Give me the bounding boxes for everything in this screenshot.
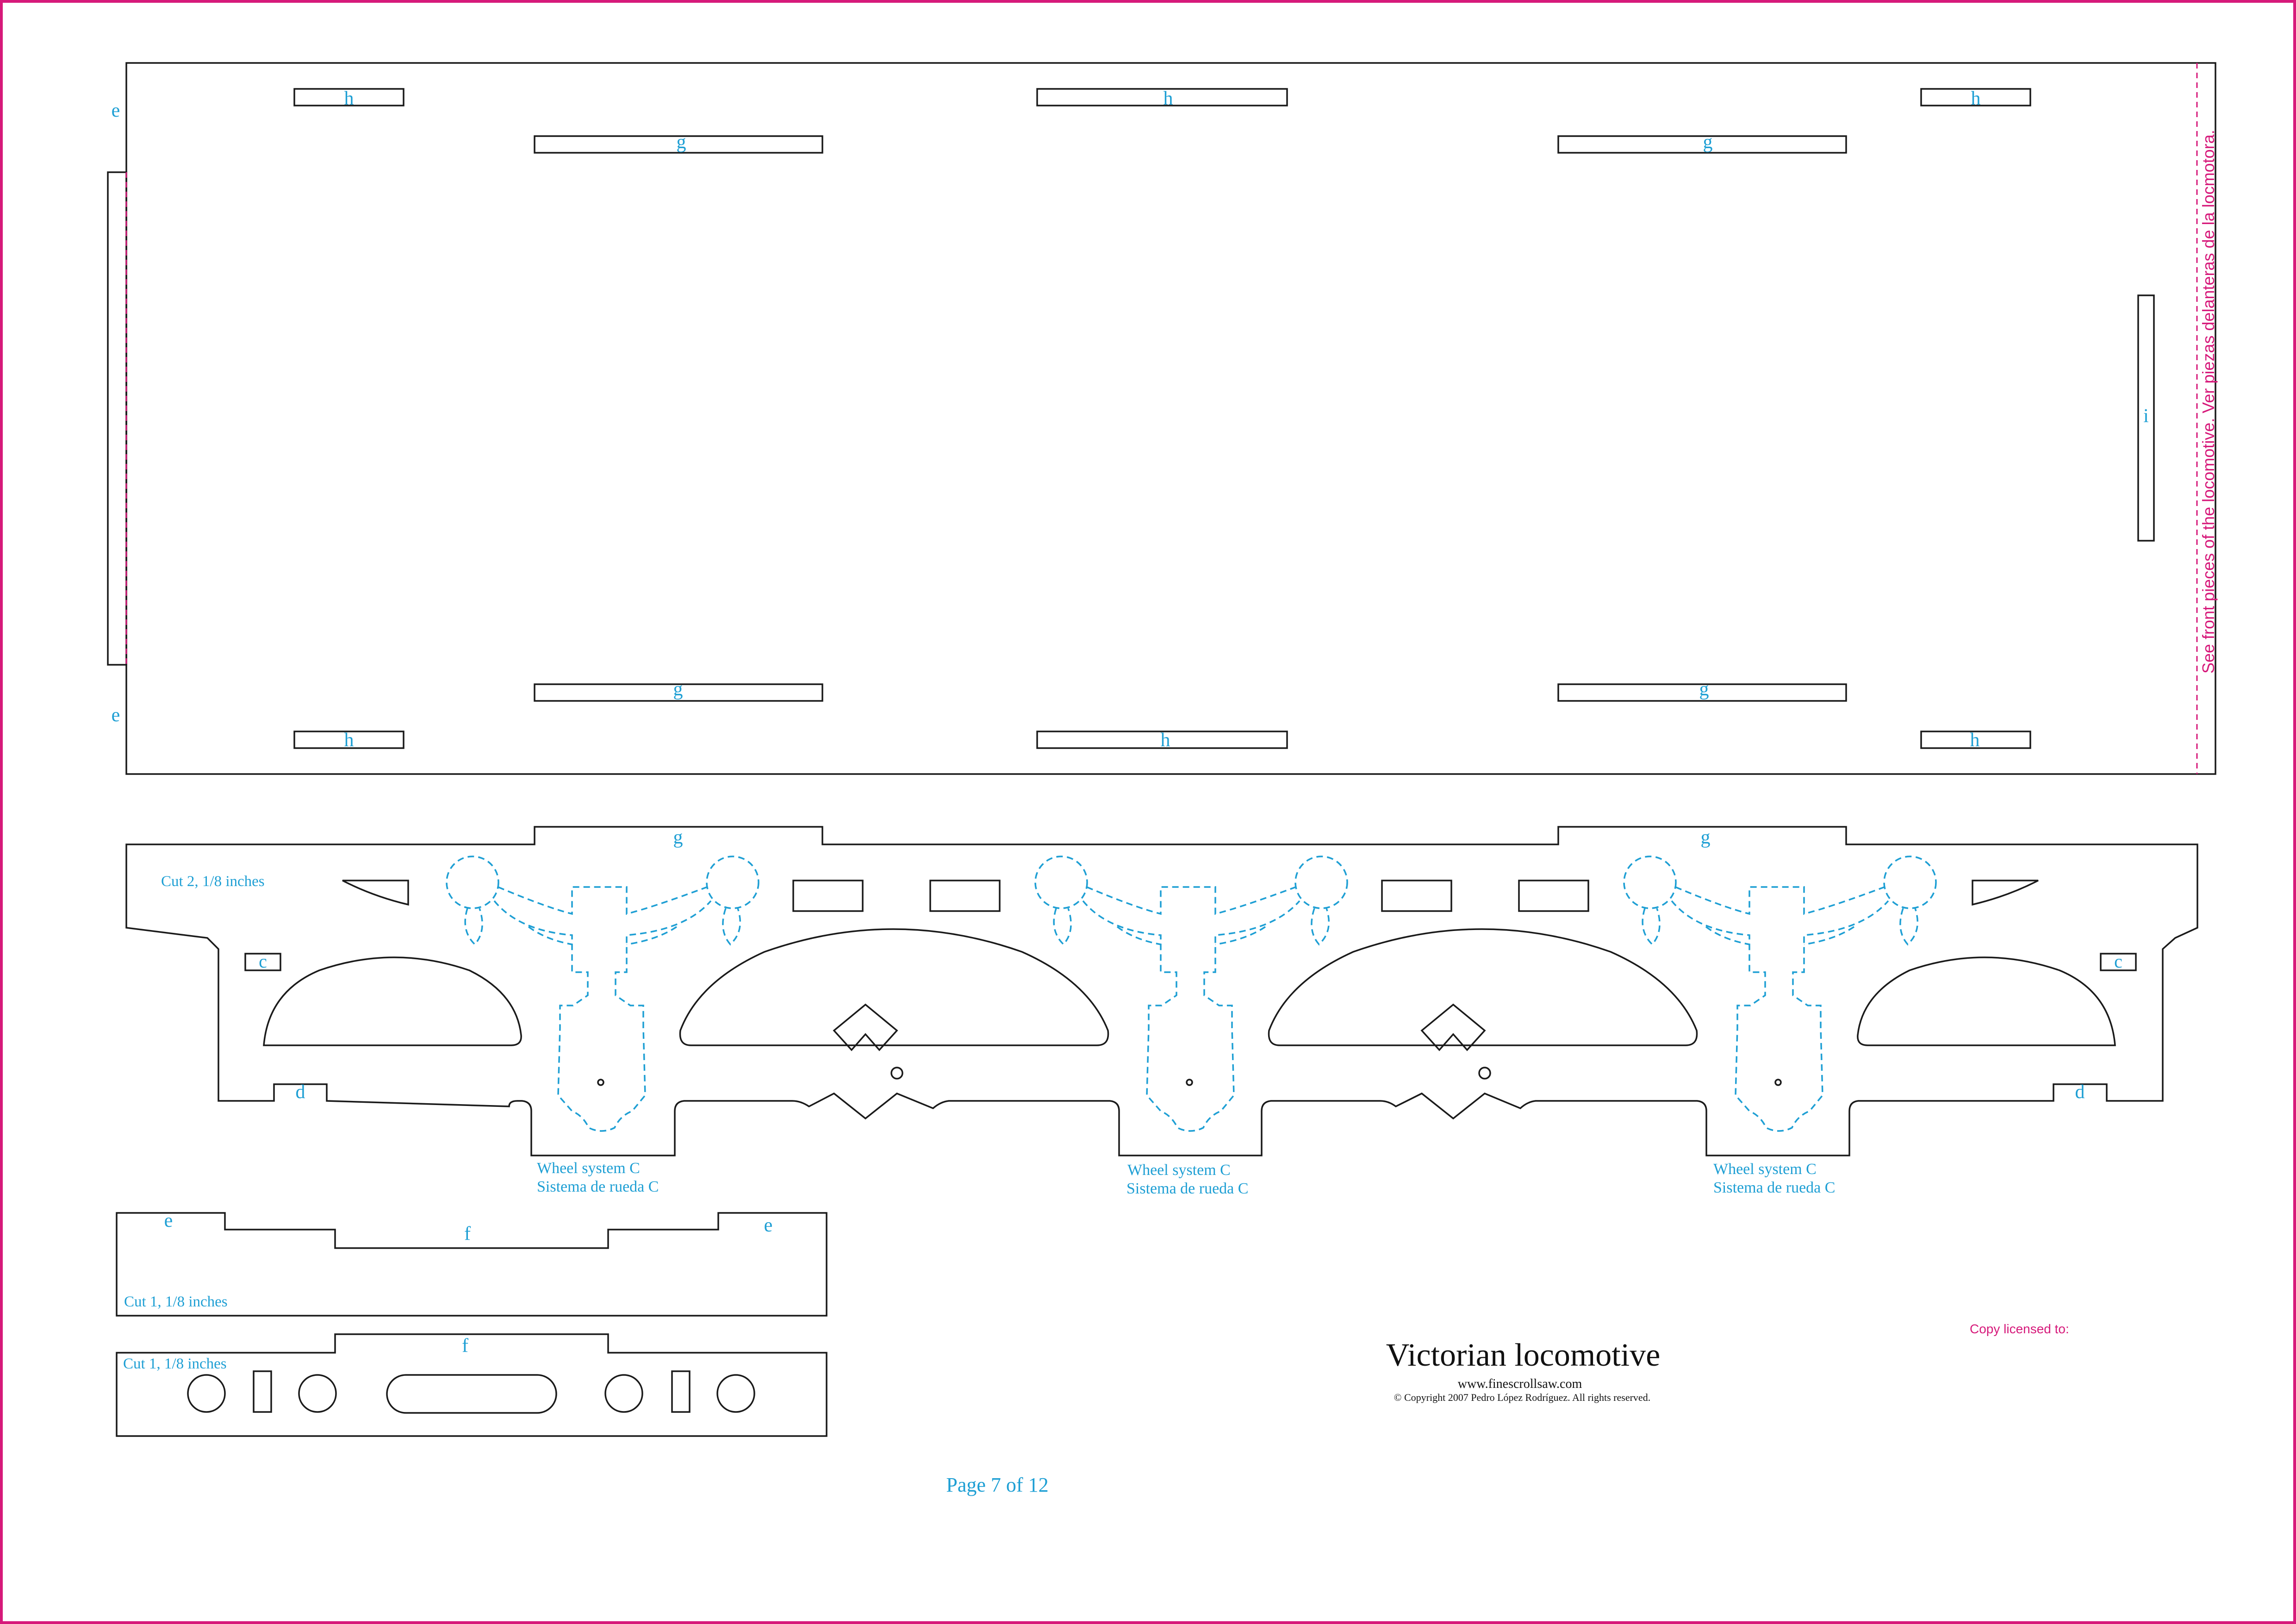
label-h: h [344,88,354,109]
base-platform-piece: h h h g g g g h h h e e i See front piec… [107,62,2218,775]
label-c: c [259,951,267,972]
slot-g [534,683,823,702]
wheel-system-outline [1623,856,1937,1132]
slot-h [1036,731,1288,749]
label-d: d [2075,1081,2085,1103]
wheel-system-label-es: Sistema de rueda C [537,1178,659,1195]
wheel-system-label-es: Sistema de rueda C [1713,1179,1835,1196]
bar-piece-f-top: e e f Cut 1, 1/8 inches [116,1210,828,1317]
title-block: Victorian locomotive www.finescrollsaw.c… [1386,1337,1661,1403]
copyright-notice: © Copyright 2007 Pedro López Rodríguez. … [1394,1392,1650,1403]
slot-g [1557,683,1847,702]
label-e: e [164,1210,173,1231]
wheel-system-outline [1034,856,1348,1132]
cut-quantity-note: Cut 2, 1/8 inches [161,873,265,890]
slot-i [2137,294,2155,542]
wheel-system-label-es: Sistema de rueda C [1126,1180,1248,1197]
label-g: g [677,131,686,153]
cut-quantity-note: Cut 1, 1/8 inches [124,1293,228,1310]
wheel-system-label: Wheel system C [537,1160,640,1177]
wheel-system-outline [446,856,759,1132]
label-d: d [296,1081,305,1103]
label-f: f [462,1335,468,1356]
slot-h [293,88,404,106]
label-g: g [673,827,683,848]
slot-h [1036,88,1288,106]
license-label: Copy licensed to: [1970,1322,2069,1336]
label-h: h [1970,730,1980,751]
slot-c [2100,953,2137,971]
label-g: g [1703,131,1713,153]
document-title: Victorian locomotive [1386,1337,1661,1373]
slot-h [293,731,404,749]
page-number: Page 7 of 12 [946,1474,1048,1496]
side-frame-piece: g g c c d d Cut 2, 1/8 inches Wheel syst… [125,826,2198,1197]
label-e: e [112,705,120,726]
label-h: h [1971,88,1981,109]
label-i: i [2143,406,2149,427]
slot-h [1920,731,2031,749]
label-c: c [2114,951,2122,972]
slot-c [244,953,281,971]
bar-piece-f-bottom: f Cut 1, 1/8 inches [116,1333,828,1437]
label-g: g [673,679,683,700]
side-note: See front pieces of the locomotive. Ver … [2199,130,2218,674]
wheel-system-label: Wheel system C [1713,1161,1817,1178]
label-h: h [1161,730,1170,751]
cut-quantity-note: Cut 1, 1/8 inches [123,1355,227,1372]
label-h: h [344,730,354,751]
label-g: g [1701,827,1711,848]
label-g: g [1699,679,1709,700]
label-e: e [764,1215,773,1236]
wheel-system-label: Wheel system C [1127,1162,1231,1179]
slot-g [1557,135,1847,154]
website-url: www.finescrollsaw.com [1458,1377,1582,1391]
slot-g [534,135,823,154]
slot-h [1920,88,2031,106]
label-h: h [1164,88,1173,109]
label-f: f [464,1223,471,1244]
label-e: e [112,100,120,121]
